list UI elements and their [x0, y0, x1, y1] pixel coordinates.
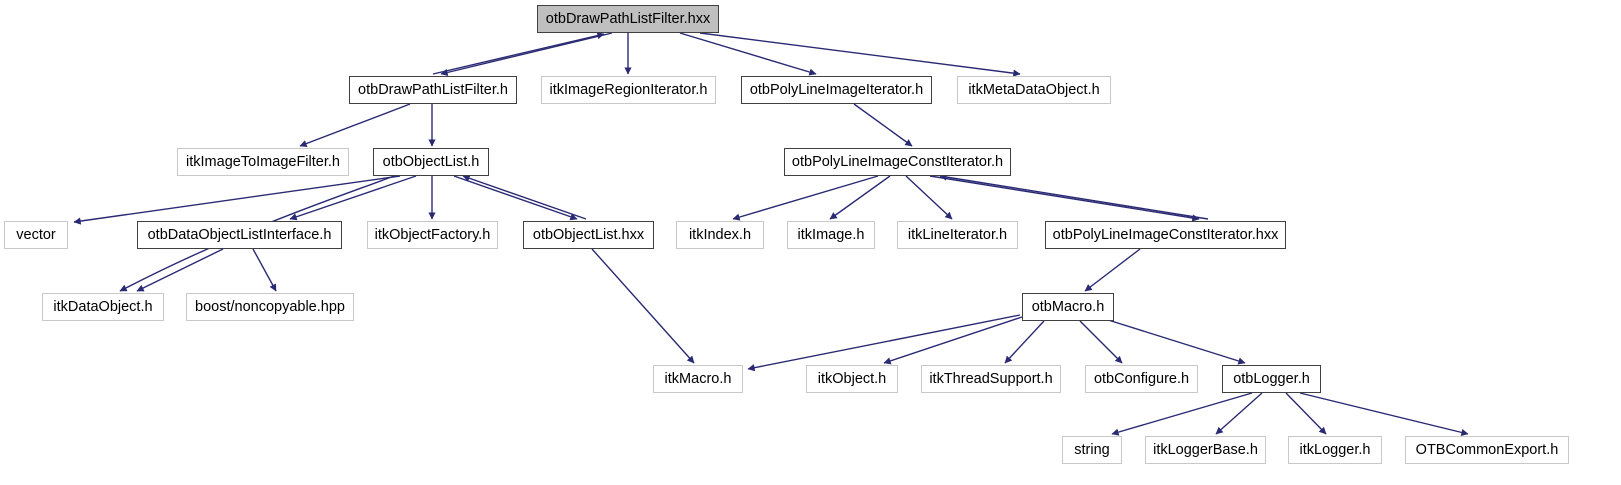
- graph-edge: [747, 314, 1021, 372]
- graph-node[interactable]: itkObjectFactory.h: [367, 221, 498, 249]
- graph-edge: [905, 175, 953, 220]
- graph-edge: [73, 175, 401, 225]
- graph-edge: [1079, 320, 1123, 364]
- graph-edge: [462, 174, 587, 220]
- graph-edge: [829, 175, 891, 220]
- edges: [73, 31, 1469, 436]
- graph-node[interactable]: itkImage.h: [787, 221, 875, 249]
- graph-node[interactable]: otbPolyLineImageIterator.h: [741, 76, 932, 104]
- graph-node[interactable]: itkObject.h: [806, 365, 898, 393]
- graph-edge: [136, 248, 224, 292]
- graph-node[interactable]: otbDrawPathListFilter.h: [349, 76, 517, 104]
- graph-edge: [699, 32, 1021, 77]
- graph-node[interactable]: boost/noncopyable.hpp: [186, 293, 354, 321]
- graph-edge: [289, 175, 417, 221]
- graph-node[interactable]: itkDataObject.h: [42, 293, 164, 321]
- graph-edge: [1299, 392, 1469, 436]
- graph-node[interactable]: itkLoggerBase.h: [1145, 436, 1266, 464]
- graph-node[interactable]: itkMetaDataObject.h: [957, 76, 1111, 104]
- graph-node[interactable]: OTBCommonExport.h: [1405, 436, 1569, 464]
- graph-node[interactable]: otbPolyLineImageConstIterator.hxx: [1045, 221, 1286, 249]
- graph-node[interactable]: otbLogger.h: [1222, 365, 1321, 393]
- graph-node[interactable]: itkImageToImageFilter.h: [177, 148, 349, 176]
- graph-node[interactable]: otbObjectList.h: [373, 148, 489, 176]
- graph-edge: [939, 173, 1209, 220]
- graph-node[interactable]: vector: [4, 221, 68, 249]
- graph-edge: [440, 32, 613, 76]
- graph-node[interactable]: itkIndex.h: [676, 221, 764, 249]
- graph-node[interactable]: itkThreadSupport.h: [921, 365, 1061, 393]
- graph-node[interactable]: otbDataObjectListInterface.h: [137, 221, 342, 249]
- graph-edge: [1084, 248, 1141, 292]
- graph-node[interactable]: itkMacro.h: [653, 365, 743, 393]
- graph-edge: [453, 175, 578, 221]
- graph-edge: [299, 103, 411, 148]
- graph-node[interactable]: otbObjectList.hxx: [523, 221, 654, 249]
- graph-node[interactable]: string: [1062, 436, 1122, 464]
- graph-edge: [679, 32, 817, 76]
- graph-edge: [1285, 392, 1327, 435]
- graph-node[interactable]: itkLogger.h: [1288, 436, 1382, 464]
- graph-node[interactable]: itkImageRegionIterator.h: [541, 76, 716, 104]
- graph-edge: [432, 31, 605, 75]
- graph-edge: [119, 175, 395, 292]
- graph-edge: [853, 103, 913, 147]
- graph-edge: [732, 175, 879, 221]
- graph-edge: [1004, 320, 1045, 364]
- graph-edge: [252, 248, 277, 292]
- graph-node[interactable]: itkLineIterator.h: [897, 221, 1018, 249]
- graph-edge: [1104, 318, 1246, 365]
- graph-node[interactable]: otbConfigure.h: [1085, 365, 1198, 393]
- graph-edge: [1215, 392, 1263, 435]
- graph-node[interactable]: otbPolyLineImageConstIterator.h: [784, 148, 1011, 176]
- graph-edge: [883, 316, 1023, 365]
- graph-edge: [1111, 392, 1253, 436]
- graph-node[interactable]: otbDrawPathListFilter.hxx: [537, 5, 719, 33]
- graph-edge: [929, 175, 1200, 222]
- graph-node[interactable]: otbMacro.h: [1022, 293, 1114, 321]
- graph-edge: [591, 248, 695, 364]
